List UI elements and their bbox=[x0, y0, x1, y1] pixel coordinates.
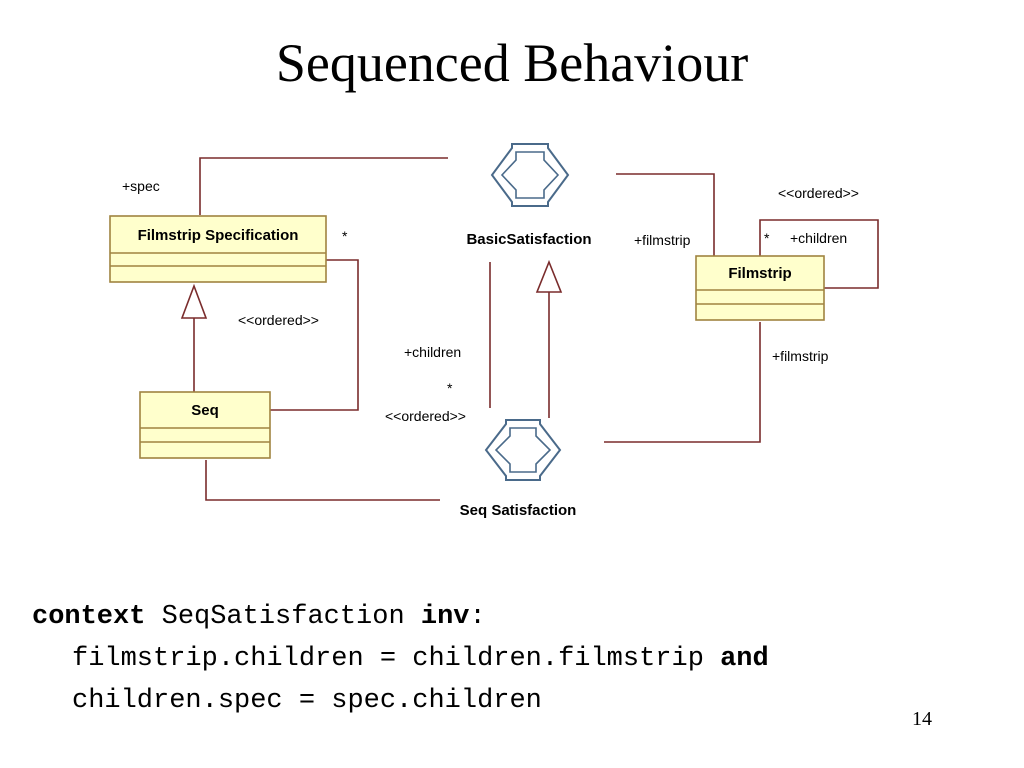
ocl-keyword-context: context bbox=[32, 602, 146, 632]
ocl-colon: : bbox=[469, 602, 486, 632]
role-filmstrip-bottom: +filmstrip bbox=[772, 348, 829, 364]
ocl-line-3: children.spec = spec.children bbox=[32, 680, 769, 722]
multiplicity-filmstrip: * bbox=[764, 230, 770, 246]
spec-line bbox=[199, 157, 448, 215]
ocl-line-3-text: children.spec = spec.children bbox=[72, 686, 542, 716]
ocl-keyword-inv: inv bbox=[420, 602, 470, 632]
role-filmstrip-top: +filmstrip bbox=[634, 232, 691, 248]
ocl-context-name: SeqSatisfaction bbox=[161, 602, 405, 632]
basic-filmstrip-line bbox=[616, 173, 715, 256]
role-children-filmstrip: +children bbox=[790, 230, 847, 246]
role-spec: +spec bbox=[122, 178, 160, 194]
ocl-constraint: context SeqSatisfaction inv:filmstrip.ch… bbox=[32, 596, 769, 722]
seqsat-generalization-arrow-icon bbox=[535, 259, 563, 293]
role-children-mid: +children bbox=[404, 344, 461, 360]
multiplicity-mid: * bbox=[447, 380, 453, 396]
association-lines bbox=[193, 157, 879, 501]
class-name-filmstrip: Filmstrip bbox=[728, 265, 791, 282]
class-seq: Seq bbox=[139, 391, 271, 459]
assoc-basic-satisfaction: BasicSatisfaction bbox=[466, 231, 591, 248]
ocl-line-2: filmstrip.children = children.filmstrip … bbox=[32, 638, 769, 680]
stereotype-ordered-left: <<ordered>> bbox=[238, 312, 319, 328]
ocl-keyword-and: and bbox=[720, 644, 769, 674]
ordered-spec-seq-line bbox=[270, 259, 359, 411]
assoc-seq-satisfaction: Seq Satisfaction bbox=[460, 502, 577, 519]
seq-satisfaction-arrow-icon bbox=[484, 419, 562, 481]
seq-seqsat-line bbox=[205, 460, 440, 501]
class-filmstrip-specification: Filmstrip Specification bbox=[109, 215, 327, 283]
filmstrip-children-loop bbox=[759, 219, 879, 289]
stereotype-ordered-top-right: <<ordered>> bbox=[778, 185, 859, 201]
filmstrip-seq-line bbox=[604, 322, 761, 443]
stereotype-ordered-mid: <<ordered>> bbox=[385, 408, 466, 424]
ocl-line-2-text: filmstrip.children = children.filmstrip bbox=[72, 644, 704, 674]
basic-satisfaction-arrow-icon bbox=[490, 143, 570, 207]
class-name-filmstrip-specification: Filmstrip Specification bbox=[138, 227, 299, 244]
class-filmstrip: Filmstrip bbox=[695, 255, 825, 321]
slide-title: Sequenced Behaviour bbox=[275, 33, 749, 93]
multiplicity-spec: * bbox=[342, 228, 348, 244]
ocl-line-1: context SeqSatisfaction inv: bbox=[32, 596, 769, 638]
class-name-seq: Seq bbox=[191, 402, 219, 419]
page-number: 14 bbox=[912, 708, 932, 730]
seq-generalization-arrow-icon bbox=[180, 283, 208, 319]
